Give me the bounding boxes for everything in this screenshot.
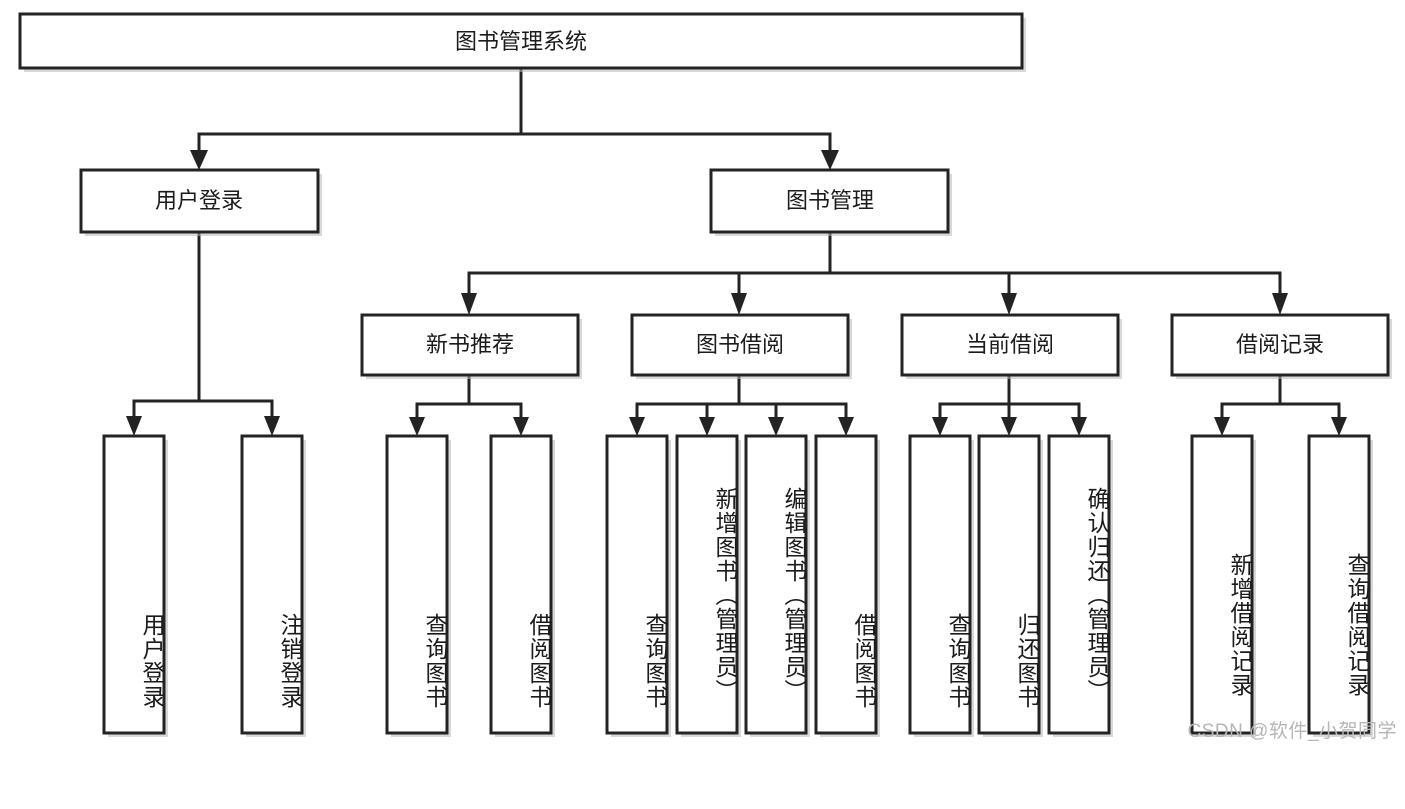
node-leaf-add-book[interactable] [675, 434, 739, 735]
node-leaf-add-record[interactable] [1190, 434, 1254, 735]
node-leaf-edit-book[interactable] [744, 434, 808, 735]
node-leaf-return-book[interactable] [977, 434, 1041, 735]
arrow-head-leaf-edit-book [768, 417, 784, 436]
node-user-login-label: 用户登录 [155, 188, 243, 213]
tree-diagram-svg: 图书管理系统 用户登录 图书管理 新书推荐 图书借阅 当前借阅 借阅记录 [18, 12, 1392, 737]
node-leaf-borrow-book-2[interactable] [814, 434, 878, 735]
arrow-head-leaf-borrow-book-2 [838, 417, 854, 436]
node-leaf-query-book-2[interactable] [605, 434, 669, 735]
node-leaf-query-book-1[interactable] [385, 434, 449, 735]
node-book-borrow[interactable] [630, 313, 850, 377]
arrow-head-borrow-record [1272, 293, 1288, 315]
node-leaf-user-login[interactable] [102, 434, 166, 735]
root-node-box[interactable] [18, 12, 1024, 70]
node-book-management-label: 图书管理 [786, 188, 874, 213]
node-leaf-confirm-return[interactable] [1047, 434, 1111, 735]
arrow-head-leaf-confirm-return [1071, 417, 1087, 436]
arrow-head-leaf-query-book-2 [629, 417, 645, 436]
node-current-borrow[interactable] [900, 313, 1120, 377]
arrow-head-leaf-add-record [1214, 417, 1230, 436]
node-book-borrow-label: 图书借阅 [696, 332, 784, 357]
csdn-watermark: CSDN @软件_小贺同学 [1187, 721, 1397, 742]
connector-layer [126, 66, 1347, 436]
arrow-head-user-login [190, 150, 208, 170]
node-borrow-record-label: 借阅记录 [1236, 332, 1324, 357]
node-leaf-query-record[interactable] [1307, 434, 1371, 735]
node-borrow-record[interactable] [1170, 313, 1390, 377]
arrow-head-book-management [821, 150, 839, 170]
node-current-borrow-label: 当前借阅 [966, 332, 1054, 357]
node-book-management[interactable] [709, 168, 950, 234]
arrow-head-leaf-query-book-3 [932, 417, 948, 436]
arrow-head-current-borrow [1001, 293, 1017, 315]
node-user-login[interactable] [79, 168, 320, 234]
arrow-head-leaf-user-login [126, 416, 142, 436]
root-node-label: 图书管理系统 [455, 29, 587, 54]
node-new-book-recommend-label: 新书推荐 [426, 332, 514, 357]
arrow-head-leaf-logout-login [264, 416, 280, 436]
arrow-head-leaf-query-record [1331, 417, 1347, 436]
node-layer: 图书管理系统 用户登录 图书管理 新书推荐 图书借阅 当前借阅 借阅记录 [18, 12, 1392, 737]
arrow-head-book-borrow [731, 293, 747, 315]
node-leaf-logout-login[interactable] [240, 434, 304, 735]
node-new-book-recommend[interactable] [360, 313, 580, 377]
diagram-canvas: 图书管理系统 用户登录 图书管理 新书推荐 图书借阅 当前借阅 借阅记录 [18, 12, 1397, 742]
arrow-head-leaf-return-book [1001, 417, 1017, 436]
arrow-head-leaf-query-book-1 [409, 417, 425, 436]
node-leaf-query-book-3[interactable] [908, 434, 972, 735]
arrow-head-leaf-add-book [699, 417, 715, 436]
node-leaf-borrow-book-1[interactable] [489, 434, 553, 735]
arrow-head-new-book-recommend [461, 293, 477, 315]
arrow-head-leaf-borrow-book-1 [513, 417, 529, 436]
